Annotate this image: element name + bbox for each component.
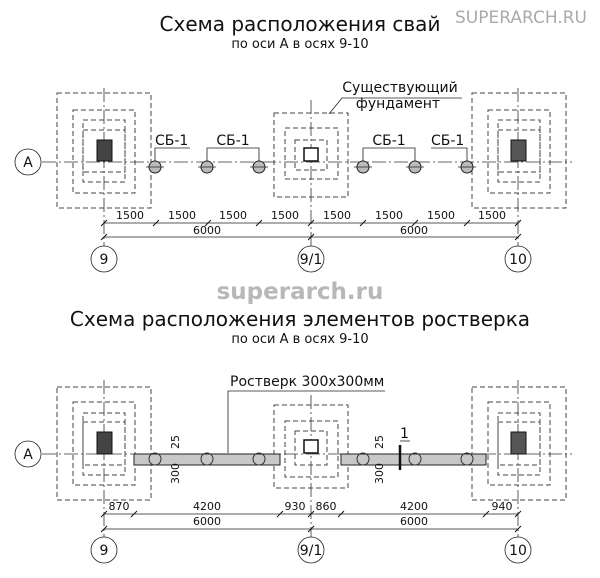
offset-dim: 25	[373, 435, 386, 449]
pile	[458, 160, 476, 174]
dim-label: 930	[285, 500, 306, 513]
pile	[146, 160, 164, 174]
pile	[198, 160, 216, 174]
dim-tick	[100, 510, 108, 518]
grillage-beam-left	[133, 453, 281, 466]
dim-label: 4200	[193, 500, 221, 513]
dim-total: 6000	[193, 224, 221, 237]
height-dim: 300	[169, 463, 182, 484]
pile-label: СБ-1	[155, 133, 188, 149]
column-middle	[303, 147, 319, 162]
dim-tick	[514, 525, 522, 533]
existing-label-2: фундамент	[356, 96, 440, 112]
dim-tick	[411, 219, 419, 227]
dim-tick	[152, 219, 160, 227]
scheme1: А СБ-1	[14, 80, 572, 273]
dim-total: 6000	[193, 515, 221, 528]
height-dim: 300	[373, 463, 386, 484]
axis-9-1-label: 9/1	[300, 543, 323, 559]
axis-9-1-bubble	[297, 536, 325, 564]
axis-9-bubble	[90, 536, 118, 564]
dim-label: 860	[316, 500, 337, 513]
section-mark: 1	[400, 426, 409, 442]
grillage-leader	[227, 390, 385, 453]
offset-dim: 25	[169, 435, 182, 449]
grillage-beam-right	[340, 453, 487, 466]
dim-total: 6000	[400, 515, 428, 528]
foundation-left	[56, 386, 152, 501]
dim-tick	[130, 510, 138, 518]
axis-9-bubble	[90, 245, 118, 273]
dim-tick	[204, 219, 212, 227]
watermark-mid: superarch.ru	[217, 279, 384, 305]
dim-label: 1500	[168, 209, 196, 222]
pile-label: СБ-1	[372, 133, 405, 149]
grillage-label: Ростверк 300x300мм	[230, 374, 384, 390]
dim-label: 1500	[323, 209, 351, 222]
axis-10-bubble	[504, 245, 532, 273]
axis-a-label: А	[23, 155, 33, 171]
dim-label: 1500	[271, 209, 299, 222]
existing-leader	[328, 97, 462, 115]
pile	[406, 160, 424, 174]
dim-label: 4200	[400, 500, 428, 513]
foundation-right	[471, 386, 567, 501]
dim-tick	[514, 510, 522, 518]
dim-tick	[307, 219, 315, 227]
axis-10-bubble	[504, 536, 532, 564]
piles	[148, 452, 474, 466]
existing-label-1: Существующий	[342, 80, 457, 96]
scheme1-title: Схема расположения свай	[160, 12, 441, 36]
dim-tick	[463, 219, 471, 227]
scheme2-title: Схема расположения элементов ростверка	[70, 307, 530, 331]
dim-tick	[276, 510, 284, 518]
pile-label: СБ-1	[216, 133, 249, 149]
dim-total: 6000	[400, 224, 428, 237]
dim-tick	[100, 525, 108, 533]
axis-a-bubble	[14, 148, 42, 176]
dim-tick	[100, 219, 108, 227]
axis-9-label: 9	[100, 252, 109, 268]
dim-label: 1500	[219, 209, 247, 222]
dim-tick	[514, 233, 522, 241]
dim-tick	[100, 233, 108, 241]
dim-label: 940	[492, 500, 513, 513]
axis-a-label: А	[23, 447, 33, 463]
foundation-left	[56, 92, 152, 209]
axis-9-1-bubble	[297, 245, 325, 273]
pile	[250, 160, 268, 174]
column-right	[510, 139, 527, 162]
piles	[146, 160, 476, 174]
axis-9-label: 9	[100, 543, 109, 559]
foundation-right	[471, 92, 567, 209]
dim-tick	[255, 219, 263, 227]
dim-tick	[514, 219, 522, 227]
foundation-existing	[273, 404, 349, 489]
dim-tick	[307, 525, 315, 533]
pile-label: СБ-1	[431, 133, 464, 149]
pile	[354, 160, 372, 174]
dim-tick	[307, 233, 315, 241]
scheme2: А Ростверк 300x300мм 25 300 25	[14, 374, 572, 564]
dim-tick	[307, 510, 315, 518]
axis-9-1-label: 9/1	[300, 252, 323, 268]
dimensions-bottom: 870 4200 930 860 4200 940 6000 6000	[104, 500, 518, 530]
dim-label: 870	[109, 500, 130, 513]
foundation-existing	[273, 112, 349, 198]
axis-a-bubble	[14, 440, 42, 468]
watermark-top: SUPERARCH.RU	[455, 8, 587, 28]
scheme2-subtitle: по оси А в осях 9-10	[231, 332, 368, 347]
column-left	[96, 139, 113, 162]
dim-label: 1500	[478, 209, 506, 222]
dim-tick	[337, 510, 345, 518]
dim-tick	[482, 510, 490, 518]
axis-10-label: 10	[509, 252, 527, 268]
axis-10-label: 10	[509, 543, 527, 559]
dim-label: 1500	[427, 209, 455, 222]
dimensions-top: 1500 1500 1500 1500 1500 1500 1500 1500 …	[104, 209, 518, 238]
dim-label: 1500	[116, 209, 144, 222]
dim-tick	[359, 219, 367, 227]
scheme1-subtitle: по оси А в осях 9-10	[231, 37, 368, 52]
dim-label: 1500	[375, 209, 403, 222]
